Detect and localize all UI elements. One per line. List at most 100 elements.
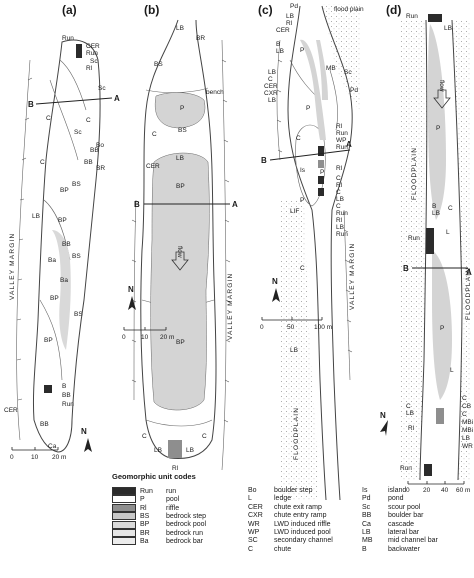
legend-swatch bbox=[112, 503, 136, 512]
legend-description: pool bbox=[166, 496, 180, 504]
legend-description: mid channel bar bbox=[388, 537, 438, 545]
map-label: Run bbox=[336, 130, 348, 137]
map-label: BP bbox=[44, 337, 53, 344]
panel-c-section-a: A bbox=[346, 140, 352, 149]
map-label: LB bbox=[276, 48, 284, 55]
panel-a-valley-margin-label: VALLEY MARGIN bbox=[9, 233, 16, 300]
panel-c-north-arrow-icon: N bbox=[272, 277, 280, 302]
map-label: C bbox=[202, 433, 207, 440]
map-label: P bbox=[320, 169, 324, 176]
panel-a-valley-margin-line bbox=[16, 59, 31, 441]
legend-code: C bbox=[248, 545, 254, 553]
map-label: MBi bbox=[462, 419, 473, 426]
map-label: LB bbox=[444, 25, 452, 32]
panel-c-run-2 bbox=[318, 176, 324, 184]
legend-swatch bbox=[112, 512, 136, 521]
map-label: BS bbox=[178, 127, 187, 134]
legend-description: bedrock step bbox=[166, 513, 207, 521]
panel-d-floodplain-left bbox=[400, 20, 427, 480]
panel-c-unit-labels: Pd LB Rl CER B LB P Sc MB LB C CER CXR L… bbox=[264, 3, 358, 354]
map-label: LB bbox=[268, 97, 276, 104]
panel-b-flow-arrow-icon: flow bbox=[171, 246, 189, 271]
panel-c-run-3 bbox=[318, 188, 324, 196]
panel-c-channel-outline bbox=[287, 5, 353, 501]
map-label: L bbox=[446, 229, 450, 236]
map-label: BP bbox=[60, 187, 69, 194]
map-label: LB bbox=[286, 13, 294, 20]
panel-b-label: (b) bbox=[144, 3, 159, 17]
legend-description: bedrock pool bbox=[166, 521, 207, 529]
map-label: MBi bbox=[462, 427, 473, 434]
panel-c-section-b: B bbox=[261, 156, 267, 165]
map-label: 40 bbox=[441, 487, 449, 494]
map-label: P bbox=[300, 197, 304, 204]
legend-code: BB bbox=[362, 512, 372, 520]
map-label: 60 m bbox=[456, 487, 470, 494]
panel-b-section-a: A bbox=[232, 200, 238, 209]
panel-d-label: (d) bbox=[386, 3, 401, 17]
legend-description: pond bbox=[388, 495, 404, 503]
map-label: 0 bbox=[122, 334, 126, 341]
map-label: 0 bbox=[10, 454, 14, 461]
map-label: P bbox=[436, 125, 440, 132]
legend-code: MB bbox=[362, 537, 373, 545]
legend-description: LWD induced riffle bbox=[274, 520, 331, 528]
map-label: C bbox=[268, 76, 273, 83]
map-label: C bbox=[336, 175, 341, 182]
legend-swatch bbox=[112, 487, 136, 495]
map-label: 0 bbox=[406, 487, 410, 494]
panel-c-riffle-1 bbox=[318, 160, 324, 168]
map-label: N bbox=[81, 427, 87, 436]
panel-d-run-mid bbox=[426, 228, 434, 254]
legend-swatch bbox=[112, 528, 136, 537]
map-label: L bbox=[450, 367, 454, 374]
legend-code: BS bbox=[140, 513, 150, 521]
panel-c-valley-margin-line bbox=[343, 209, 351, 381]
map-label: BB bbox=[62, 241, 71, 248]
legend-description: run bbox=[166, 487, 177, 495]
map-label: CER bbox=[276, 27, 290, 34]
map-label: BR bbox=[96, 165, 105, 172]
map-label: flow bbox=[438, 80, 445, 92]
map-label: LB bbox=[336, 196, 344, 203]
legend-row: MB mid channel bar bbox=[362, 537, 438, 545]
map-label: Rl bbox=[336, 123, 343, 130]
panel-c-pool-fill-2 bbox=[316, 40, 328, 100]
legend-description: secondary channel bbox=[274, 537, 333, 545]
panel-a-unit-labels: Run CER Run Sc Rl Sc C Sc C BB Bo BR BB … bbox=[4, 35, 106, 450]
map-label: P bbox=[180, 105, 184, 112]
map-label: LB bbox=[406, 410, 414, 417]
map-label: Run bbox=[400, 465, 412, 472]
panel-b-bench-label: bench bbox=[206, 89, 224, 96]
panel-d-floodplain-left-label: FLOODPLAIN bbox=[411, 147, 418, 200]
panel-c-pool-fill bbox=[300, 39, 326, 140]
legend-description: riffle bbox=[166, 504, 180, 512]
map-label: Sc bbox=[74, 129, 82, 136]
legend-description: chute exit ramp bbox=[274, 503, 322, 511]
panel-b-valley-margin-label: VALLEY MARGIN bbox=[227, 273, 234, 340]
map-label: Pd bbox=[350, 87, 358, 94]
map-label: 0 bbox=[260, 324, 264, 331]
legend-title: Geomorphic unit codes bbox=[112, 472, 196, 481]
map-label: BS bbox=[72, 181, 81, 188]
map-label: Run bbox=[62, 401, 74, 408]
map-label: C bbox=[300, 265, 305, 272]
map-label: B bbox=[276, 41, 280, 48]
panel-c-floodplain-top bbox=[322, 4, 360, 110]
map-label: Rl bbox=[336, 217, 343, 224]
panel-d-scale-bar: 0 20 40 60 m bbox=[406, 481, 470, 494]
legend-description: scour pool bbox=[388, 503, 421, 511]
map-label: LB bbox=[176, 155, 184, 162]
panel-b-pool-upper bbox=[154, 92, 206, 129]
map-label: Ba bbox=[60, 277, 68, 284]
map-label: BB bbox=[62, 392, 71, 399]
